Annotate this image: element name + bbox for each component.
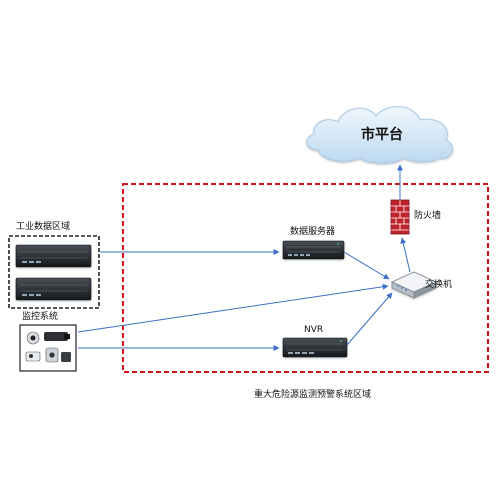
- arrow-nvr-to-switch: [346, 292, 393, 346]
- camera-icon: [25, 331, 71, 363]
- industrial-server-2-icon: [15, 277, 92, 301]
- connection-lines: [77, 164, 411, 351]
- firewall-icon: [390, 199, 410, 235]
- nvr-rack-icon: [282, 337, 348, 358]
- switch-icon: [391, 271, 437, 299]
- monitor-system-label: 监控系统: [22, 312, 59, 322]
- switch-label: 交换机: [425, 280, 453, 290]
- cloud-icon: [306, 106, 454, 164]
- firewall-label: 防火墙: [414, 211, 442, 221]
- monitoring-region-border: [122, 183, 489, 373]
- arrow-monitor-to-switch: [77, 283, 389, 333]
- data-server-label: 数据服务器: [290, 227, 336, 237]
- cloud-label: 市平台: [361, 127, 403, 143]
- arrow-dataserver-to-switch: [343, 251, 390, 280]
- industrial-area-border: [8, 235, 100, 309]
- nvr-label: NVR: [304, 325, 324, 335]
- arrow-switch-to-firewall: [400, 237, 411, 273]
- industrial-server-1-icon: [15, 244, 92, 268]
- data-server-rack-icon: [282, 240, 345, 260]
- industrial-area-label: 工业数据区域: [16, 222, 71, 232]
- region-caption: 重大危险源监测预警系统区域: [254, 390, 372, 400]
